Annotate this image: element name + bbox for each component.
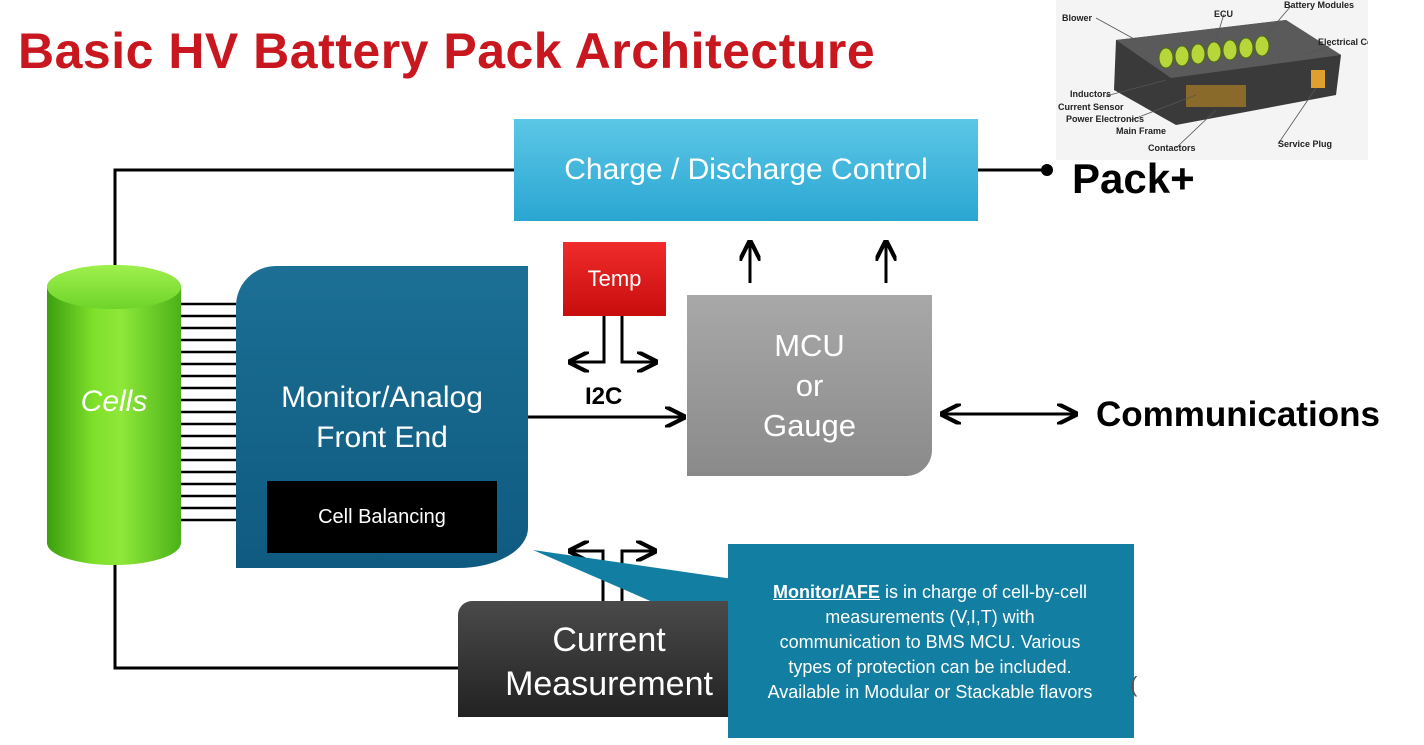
callout-line3: communication to BMS MCU. Various bbox=[779, 632, 1081, 652]
callout-line1: is in charge of cell-by-cell bbox=[879, 582, 1088, 602]
service-plug bbox=[1311, 70, 1325, 88]
cell-balancing-block: Cell Balancing bbox=[267, 481, 497, 553]
i2c-label: I2C bbox=[585, 383, 623, 410]
callout-term: Monitor/AFE bbox=[772, 582, 880, 602]
afe-callout-text: Monitor/AFE is in charge of cell-by-cell… bbox=[734, 580, 1126, 705]
photo-label-service-plug: Service Plug bbox=[1278, 139, 1332, 149]
stray-glyph: ( bbox=[1130, 672, 1138, 697]
current-measurement-block bbox=[458, 601, 738, 717]
pack-plus-label: Pack+ bbox=[1072, 155, 1195, 202]
photo-label-power-electronics: Power Electronics bbox=[1066, 114, 1144, 124]
callout-line4: types of protection can be included. bbox=[788, 657, 1072, 677]
photo-label-main-frame: Main Frame bbox=[1116, 126, 1166, 136]
temp-sensor-block: Temp bbox=[563, 242, 666, 316]
mcu-label-line1: MCU bbox=[774, 328, 845, 363]
leader-lines bbox=[1095, 5, 1332, 149]
mcu-gauge-block bbox=[687, 295, 932, 476]
photo-label-battery-modules: Battery Modules bbox=[1284, 0, 1354, 10]
mcu-label-line3: Gauge bbox=[762, 408, 857, 443]
callout-line2: measurements (V,I,T) with bbox=[825, 607, 1035, 627]
afe-label-line1: Monitor/Analog bbox=[281, 381, 483, 414]
cells-cylinder-top bbox=[47, 265, 181, 309]
temp-wire-right bbox=[620, 316, 656, 362]
module-cylinders bbox=[1158, 35, 1270, 69]
photo-label-contactors: Contactors bbox=[1148, 143, 1196, 153]
cell-sense-wires bbox=[180, 302, 236, 522]
cells-cylinder bbox=[47, 265, 181, 565]
battery-pack-illustration: Blower ECU Battery Modules Electrical Ce… bbox=[1056, 0, 1368, 160]
current-label-line1: Current bbox=[552, 621, 666, 659]
mcu-gauge-label: MCU or Gauge bbox=[687, 326, 932, 446]
photo-label-inductors: Inductors bbox=[1070, 89, 1111, 99]
callout-line5: Available in Modular or Stackable flavor… bbox=[767, 682, 1093, 702]
current-measurement-label: Current Measurement bbox=[478, 618, 740, 706]
pack-plus-terminal bbox=[1041, 164, 1053, 176]
communications-label: Communications bbox=[1096, 395, 1380, 434]
current-wire-left bbox=[570, 551, 605, 601]
pack-top-wire bbox=[113, 168, 514, 268]
afe-label-line2: Front End bbox=[316, 421, 448, 454]
page-title: Basic HV Battery Pack Architecture bbox=[18, 23, 876, 79]
photo-label-electrical-center: Electrical Center bbox=[1318, 37, 1368, 47]
photo-label-current-sensor: Current Sensor bbox=[1058, 102, 1124, 112]
current-label-line2: Measurement bbox=[505, 665, 713, 703]
temp-wire-left bbox=[570, 316, 606, 362]
monitor-afe-label: Monitor/Analog Front End bbox=[236, 378, 528, 458]
cells-label: Cells bbox=[80, 385, 148, 418]
charge-discharge-control-block: Charge / Discharge Control bbox=[514, 119, 978, 221]
mcu-label-line2: or bbox=[795, 368, 824, 403]
electronics-block bbox=[1186, 85, 1246, 107]
photo-label-ecu: ECU bbox=[1214, 9, 1233, 19]
pack-bottom-wire bbox=[113, 562, 458, 670]
photo-label-blower: Blower bbox=[1062, 13, 1093, 23]
afe-callout-box bbox=[728, 544, 1134, 738]
